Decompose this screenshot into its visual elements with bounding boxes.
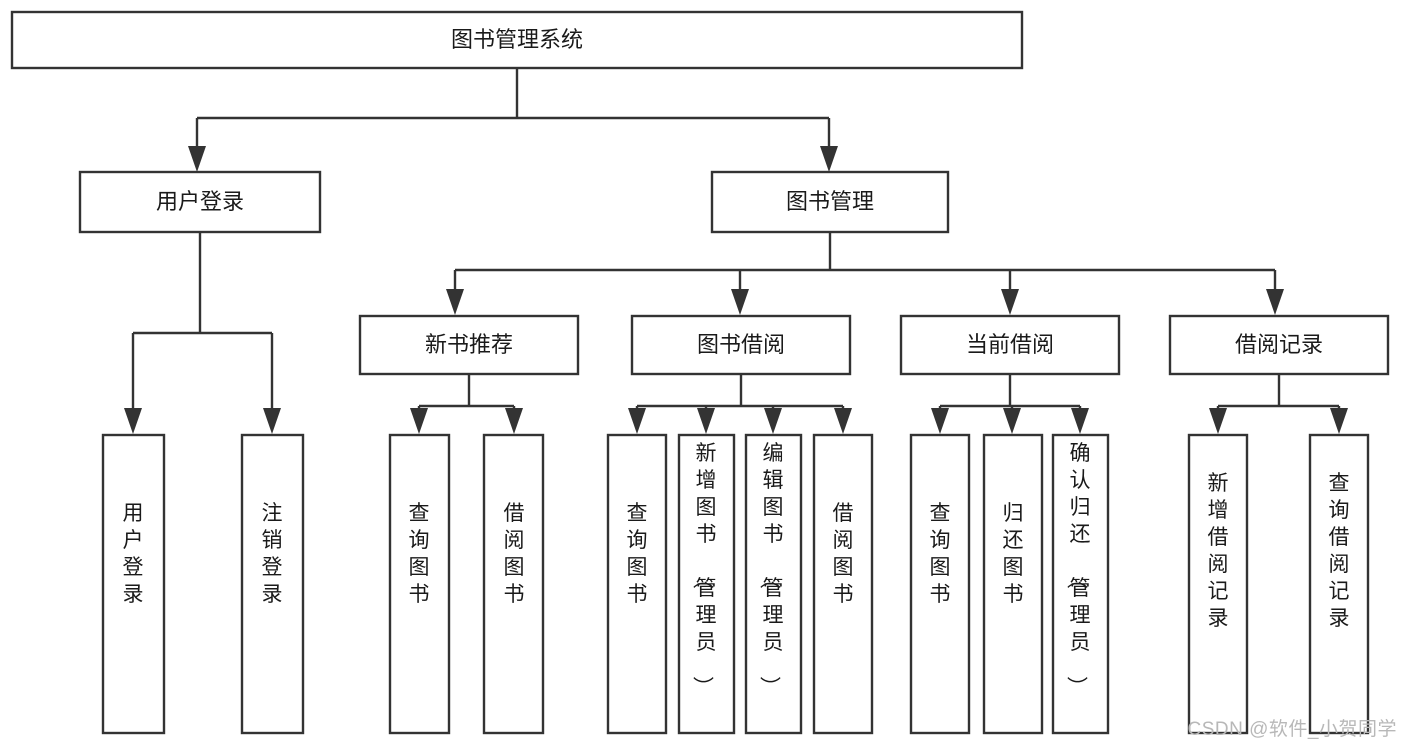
leaf-query-book-2[interactable]: 查询图书 bbox=[606, 433, 668, 735]
arrowhead-leaf-borrow-book-1 bbox=[505, 408, 523, 434]
leaf-query-book-3[interactable]: 查询图书 bbox=[909, 433, 971, 735]
book-management-box[interactable] bbox=[710, 170, 950, 234]
leaf-query-book-1-label: 查询图书 bbox=[409, 502, 430, 606]
arrowhead-leaf-user-login bbox=[124, 408, 142, 434]
user-login-label: 用户登录 bbox=[156, 189, 244, 214]
book-borrow-box[interactable] bbox=[630, 314, 852, 376]
leaf-query-borrow-record-box[interactable] bbox=[1308, 433, 1370, 735]
leaf-confirm-return-admin-label: 确认归还（管理员） bbox=[1065, 442, 1091, 697]
edge-newbook-bus bbox=[417, 374, 516, 412]
leaf-borrow-book-1-box[interactable] bbox=[482, 433, 545, 735]
leaf-borrow-book-2-label: 借阅图书 bbox=[833, 502, 854, 606]
leaf-return-book-label: 归还图书 bbox=[1003, 502, 1024, 606]
node-borrow-record[interactable]: 借阅记录 bbox=[1168, 314, 1390, 376]
leaf-query-book-3-box[interactable] bbox=[909, 433, 971, 735]
leaf-user-login[interactable]: 用户登录 bbox=[101, 433, 166, 735]
edge-root-bus bbox=[195, 68, 831, 150]
edge-userlogin-bus bbox=[131, 232, 274, 412]
leaf-borrow-book-1[interactable]: 借阅图书 bbox=[482, 433, 545, 735]
arrowhead-book-borrow bbox=[731, 289, 749, 315]
arrowhead-leaf-confirm-return bbox=[1071, 408, 1089, 434]
leaf-add-book-admin[interactable]: 新增图书（管理员） bbox=[677, 433, 736, 735]
leaf-edit-book-admin-label: 编辑图书（管理员） bbox=[758, 442, 784, 697]
arrowhead-leaf-query-book-2 bbox=[628, 408, 646, 434]
connector-layer bbox=[124, 68, 1348, 434]
leaf-confirm-return-admin[interactable]: 确认归还（管理员） bbox=[1051, 433, 1110, 735]
leaf-borrow-book-2[interactable]: 借阅图书 bbox=[812, 433, 874, 735]
arrowhead-leaf-add-book bbox=[697, 408, 715, 434]
edge-bookmanage-bus bbox=[453, 232, 1277, 294]
leaf-query-book-2-box[interactable] bbox=[606, 433, 668, 735]
leaf-logout-label: 注销登录 bbox=[262, 502, 283, 606]
leaf-edit-book-admin-box[interactable] bbox=[744, 433, 803, 735]
leaf-confirm-return-admin-box[interactable] bbox=[1051, 433, 1110, 735]
arrowhead-user-login bbox=[188, 146, 206, 172]
user-login-box[interactable] bbox=[78, 170, 322, 234]
book-borrow-label: 图书借阅 bbox=[697, 332, 785, 357]
leaf-query-book-2-label: 查询图书 bbox=[627, 502, 648, 606]
leaf-add-borrow-record-box[interactable] bbox=[1187, 433, 1249, 735]
leaf-logout-box[interactable] bbox=[240, 433, 305, 735]
leaf-add-borrow-record[interactable]: 新增借阅记录 bbox=[1187, 433, 1249, 735]
edge-bookborrow-bus bbox=[635, 374, 845, 412]
leaf-query-book-3-label: 查询图书 bbox=[930, 502, 951, 606]
leaf-borrow-book-2-box[interactable] bbox=[812, 433, 874, 735]
arrowhead-leaf-query-record bbox=[1330, 408, 1348, 434]
leaf-add-book-admin-box[interactable] bbox=[677, 433, 736, 735]
arrowhead-book-manage bbox=[820, 146, 838, 172]
leaf-return-book[interactable]: 归还图书 bbox=[982, 433, 1044, 735]
leaf-borrow-book-1-label: 借阅图书 bbox=[504, 502, 525, 606]
leaf-query-book-1[interactable]: 查询图书 bbox=[388, 433, 451, 735]
leaf-user-login-box[interactable] bbox=[101, 433, 166, 735]
leaf-return-book-box[interactable] bbox=[982, 433, 1044, 735]
leaf-edit-book-admin[interactable]: 编辑图书（管理员） bbox=[744, 433, 803, 735]
arrowhead-leaf-query-book-3 bbox=[931, 408, 949, 434]
new-book-recommend-box[interactable] bbox=[358, 314, 580, 376]
node-book-borrow[interactable]: 图书借阅 bbox=[630, 314, 852, 376]
arrowhead-leaf-borrow-book-2 bbox=[834, 408, 852, 434]
arrowhead-leaf-add-record bbox=[1209, 408, 1227, 434]
root-box[interactable] bbox=[10, 10, 1024, 70]
arrowhead-leaf-logout bbox=[263, 408, 281, 434]
node-root[interactable]: 图书管理系统 bbox=[10, 10, 1024, 70]
node-book-management[interactable]: 图书管理 bbox=[710, 170, 950, 234]
arrowhead-leaf-return-book bbox=[1003, 408, 1021, 434]
root-label: 图书管理系统 bbox=[451, 27, 583, 52]
arrowhead-borrow-record bbox=[1266, 289, 1284, 315]
new-book-recommend-label: 新书推荐 bbox=[425, 332, 513, 357]
edge-currentborrow-bus bbox=[938, 374, 1082, 412]
arrowhead-new-book-rec bbox=[446, 289, 464, 315]
leaf-logout[interactable]: 注销登录 bbox=[240, 433, 305, 735]
current-borrow-box[interactable] bbox=[899, 314, 1121, 376]
leaf-add-borrow-record-label: 新增借阅记录 bbox=[1208, 472, 1229, 630]
edge-borrowrecord-bus bbox=[1216, 374, 1341, 412]
borrow-record-box[interactable] bbox=[1168, 314, 1390, 376]
leaf-add-book-admin-label: 新增图书（管理员） bbox=[691, 442, 717, 697]
book-management-label: 图书管理 bbox=[786, 189, 874, 214]
arrowhead-current-borrow bbox=[1001, 289, 1019, 315]
leaf-query-borrow-record-label: 查询借阅记录 bbox=[1329, 472, 1350, 630]
current-borrow-label: 当前借阅 bbox=[966, 332, 1054, 357]
arrowhead-leaf-query-book-1 bbox=[410, 408, 428, 434]
arrowhead-leaf-edit-book bbox=[764, 408, 782, 434]
node-user-login[interactable]: 用户登录 bbox=[78, 170, 322, 234]
leaf-user-login-label: 用户登录 bbox=[123, 502, 144, 606]
node-new-book-recommend[interactable]: 新书推荐 bbox=[358, 314, 580, 376]
borrow-record-label: 借阅记录 bbox=[1235, 332, 1323, 357]
leaf-query-borrow-record[interactable]: 查询借阅记录 bbox=[1308, 433, 1370, 735]
node-current-borrow[interactable]: 当前借阅 bbox=[899, 314, 1121, 376]
leaf-query-book-1-box[interactable] bbox=[388, 433, 451, 735]
